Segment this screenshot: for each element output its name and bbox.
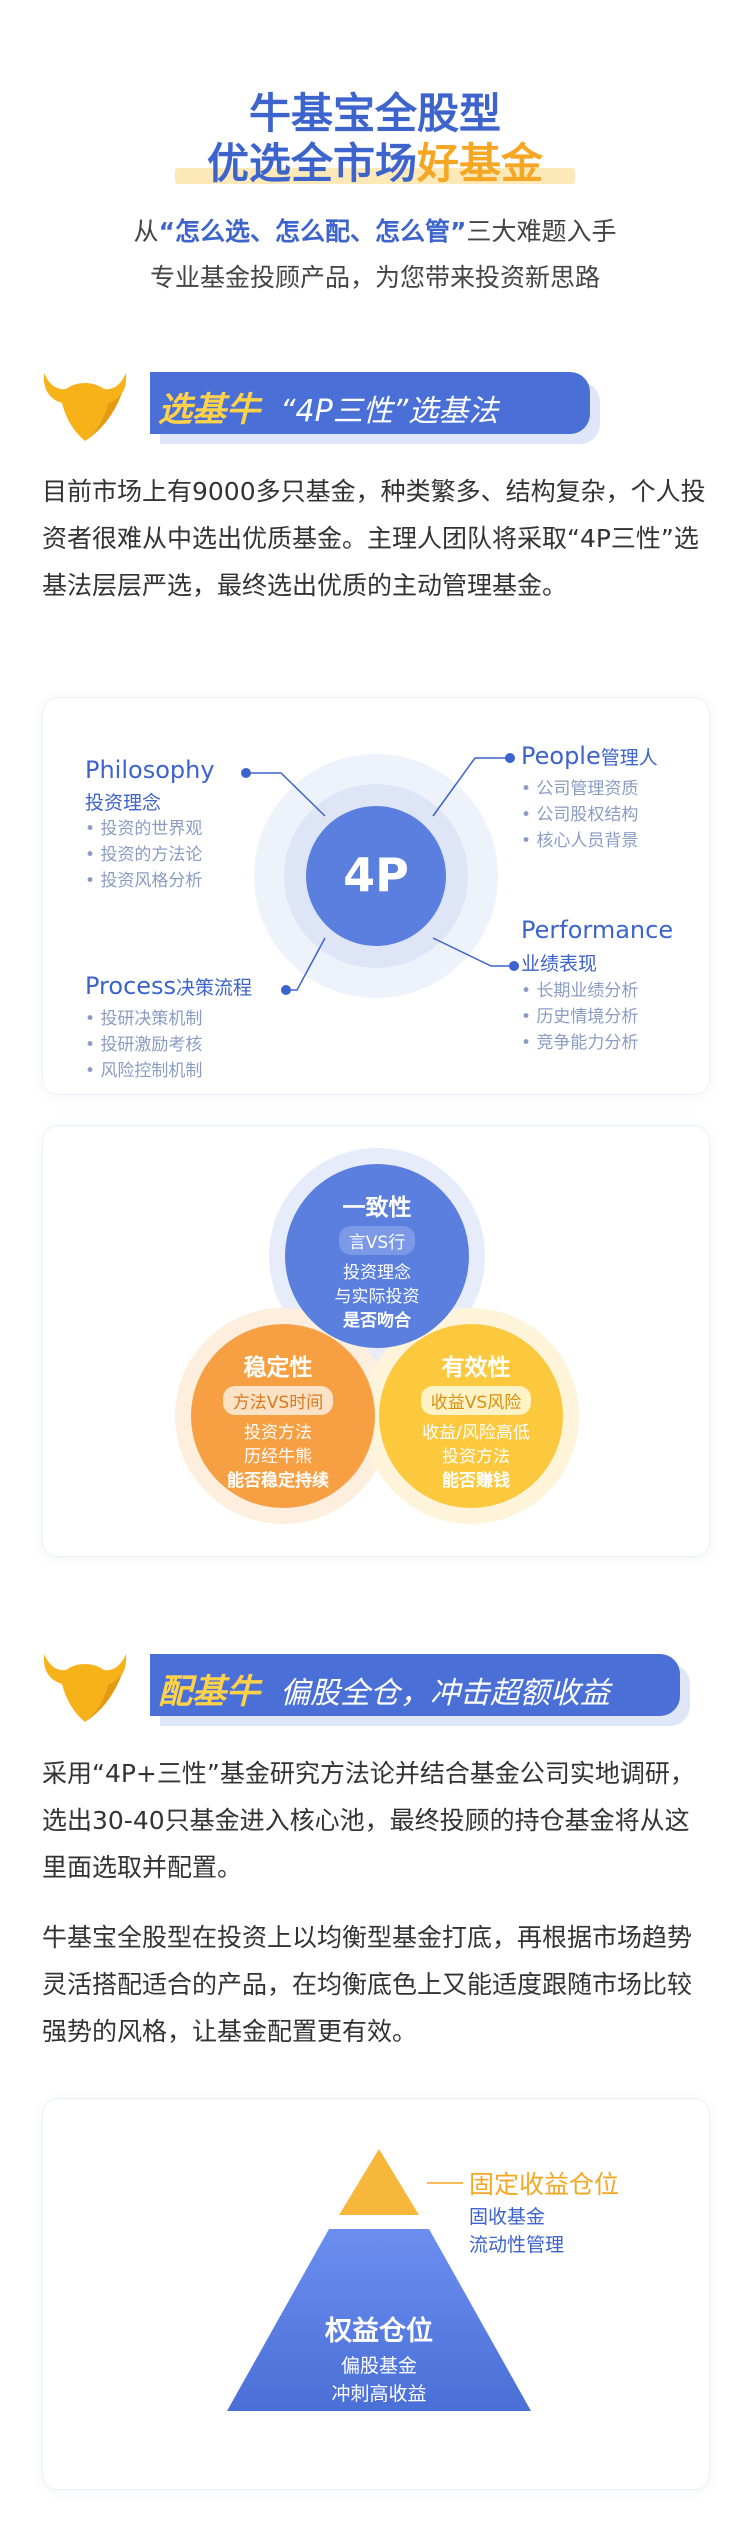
pyramid-card: 固定收益仓位 固收基金 流动性管理 权益仓位 偏股基金 冲刺高收益 bbox=[42, 2098, 710, 2490]
venn-top: 一致性 言VS行 投资理念 与实际投资 是否吻合 bbox=[297, 1188, 457, 1333]
list-item: • 投研决策机制 bbox=[85, 1009, 203, 1029]
pyramid-bottom-label: 权益仓位 bbox=[325, 2316, 433, 2347]
venn-right-line1: 收益/风险高低 bbox=[422, 1423, 530, 1443]
venn-left-line1: 投资方法 bbox=[244, 1423, 312, 1443]
fourp-center-circle bbox=[306, 806, 446, 946]
people-heading: People管理人 bbox=[521, 742, 658, 770]
venn-left-pill: 方法VS时间 bbox=[222, 1386, 334, 1415]
performance-list: • 长期业绩分析 • 历史情境分析 • 竞争能力分析 bbox=[521, 978, 638, 1056]
list-item: • 投资的世界观 bbox=[85, 819, 203, 839]
list-item: • 投资风格分析 bbox=[85, 871, 203, 891]
section2-paragraph1: 采用“4P+三性”基金研究方法论并结合基金公司实地调研，选出30-40只基金进入… bbox=[42, 1759, 695, 1882]
list-item: 流动性管理 bbox=[469, 2234, 565, 2256]
section2-header: 配基牛 偏股全仓，冲击超额收益 bbox=[150, 1654, 680, 1716]
bull-head-icon bbox=[43, 373, 127, 441]
pyramid-bottom-item1: 偏股基金 bbox=[340, 2355, 417, 2377]
venn-right-pill: 收益VS风险 bbox=[420, 1386, 532, 1415]
title-highlight bbox=[175, 168, 575, 184]
people-dot bbox=[505, 753, 515, 763]
philosophy-subtitle: 投资理念 bbox=[85, 792, 162, 814]
process-heading: Process决策流程 bbox=[85, 972, 252, 1000]
venn-right-bold: 能否赚钱 bbox=[442, 1471, 510, 1491]
list-item: 固收基金 bbox=[469, 2206, 546, 2228]
venn-diagram bbox=[175, 1148, 579, 1524]
venn-top-line1: 投资理念 bbox=[343, 1263, 411, 1283]
process-title: Process bbox=[85, 972, 177, 1000]
list-item: • 长期业绩分析 bbox=[521, 981, 639, 1001]
people-title: People bbox=[521, 742, 601, 770]
list-item: • 历史情境分析 bbox=[521, 1007, 639, 1027]
venn-card: 一致性 言VS行 投资理念 与实际投资 是否吻合 稳定性 方法VS时间 投资方法… bbox=[42, 1125, 710, 1557]
section1-paragraph: 目前市场上有9000多只基金，种类繁多、结构复杂，个人投资者很难从中选出优质基金… bbox=[42, 477, 706, 600]
venn-left-line2: 历经牛熊 bbox=[244, 1447, 312, 1467]
venn-top-bold: 是否吻合 bbox=[343, 1311, 411, 1331]
venn-top-title: 一致性 bbox=[342, 1195, 412, 1221]
list-item: • 风险控制机制 bbox=[85, 1061, 203, 1081]
pyramid-top-label: 固定收益仓位 bbox=[469, 2170, 620, 2199]
subtitle-prefix: 从 bbox=[133, 217, 159, 246]
subtitle-line1: 从“怎么选、怎么配、怎么管”三大难题入手 bbox=[0, 212, 750, 248]
pyramid-top-items: 固收基金 流动性管理 bbox=[469, 2203, 564, 2259]
list-item: • 核心人员背景 bbox=[521, 831, 639, 851]
philosophy-dot bbox=[241, 768, 251, 778]
venn-right-line2: 投资方法 bbox=[442, 1447, 510, 1467]
fourp-center-label: 4P bbox=[343, 848, 409, 902]
section1-heading: “4P三性”选基法 bbox=[280, 394, 499, 429]
bull-head-icon bbox=[43, 1654, 127, 1722]
process-list: • 投研决策机制 • 投研激励考核 • 风险控制机制 bbox=[85, 1006, 202, 1084]
performance-dot bbox=[509, 961, 519, 971]
section2-paragraph2: 牛基宝全股型在投资上以均衡型基金打底，再根据市场趋势灵活搭配适合的产品，在均衡底… bbox=[42, 1923, 693, 2046]
people-list: • 公司管理资质 • 公司股权结构 • 核心人员背景 bbox=[521, 776, 638, 854]
process-subtitle: 决策流程 bbox=[176, 977, 253, 999]
pyramid-bottom-item2: 冲刺高收益 bbox=[331, 2383, 427, 2405]
performance-title: Performance bbox=[521, 916, 674, 944]
subtitle-suffix: 三大难题入手 bbox=[466, 217, 617, 246]
section2-tag: 配基牛 bbox=[158, 1672, 260, 1712]
list-item: • 公司股权结构 bbox=[521, 805, 639, 825]
venn-top-line2: 与实际投资 bbox=[334, 1287, 420, 1307]
section1-header: 选基牛 “4P三性”选基法 bbox=[150, 372, 590, 434]
performance-subtitle: 业绩表现 bbox=[521, 953, 598, 975]
list-item: • 投研激励考核 bbox=[85, 1035, 203, 1055]
process-dot bbox=[281, 985, 291, 995]
venn-left-bold: 能否稳定持续 bbox=[227, 1471, 329, 1491]
list-item: • 竞争能力分析 bbox=[521, 1033, 639, 1053]
section1-tag: 选基牛 bbox=[158, 390, 260, 430]
fourp-card: 4P Philosophy 投资理念 • 投资的世界观 • 投资的方法论 • 投… bbox=[42, 697, 710, 1095]
pyramid-diagram bbox=[227, 2149, 531, 2411]
venn-right-title: 有效性 bbox=[441, 1355, 511, 1381]
venn-left-title: 稳定性 bbox=[243, 1355, 313, 1381]
people-subtitle: 管理人 bbox=[600, 747, 658, 769]
philosophy-list: • 投资的世界观 • 投资的方法论 • 投资风格分析 bbox=[85, 816, 202, 894]
pyramid-bottom: 权益仓位 偏股基金 冲刺高收益 bbox=[277, 2309, 481, 2408]
page-title-line2: 优选全市场好基金 bbox=[0, 130, 750, 191]
list-item: • 投资的方法论 bbox=[85, 845, 203, 865]
title-accent: 好基金 bbox=[417, 139, 544, 188]
venn-left: 稳定性 方法VS时间 投资方法 历经牛熊 能否稳定持续 bbox=[193, 1348, 363, 1493]
venn-right: 有效性 收益VS风险 收益/风险高低 投资方法 能否赚钱 bbox=[391, 1348, 561, 1493]
subtitle-quote: “怎么选、怎么配、怎么管” bbox=[158, 217, 467, 246]
subtitle-line2: 专业基金投顾产品，为您带来投资新思路 bbox=[149, 263, 600, 292]
page-title-line1: 牛基宝全股型 bbox=[248, 89, 501, 138]
list-item: • 公司管理资质 bbox=[521, 779, 639, 799]
section2-heading: 偏股全仓，冲击超额收益 bbox=[280, 1676, 610, 1711]
philosophy-title: Philosophy bbox=[85, 756, 215, 784]
venn-top-pill: 言VS行 bbox=[338, 1226, 416, 1255]
title-main: 优选全市场 bbox=[206, 139, 417, 188]
